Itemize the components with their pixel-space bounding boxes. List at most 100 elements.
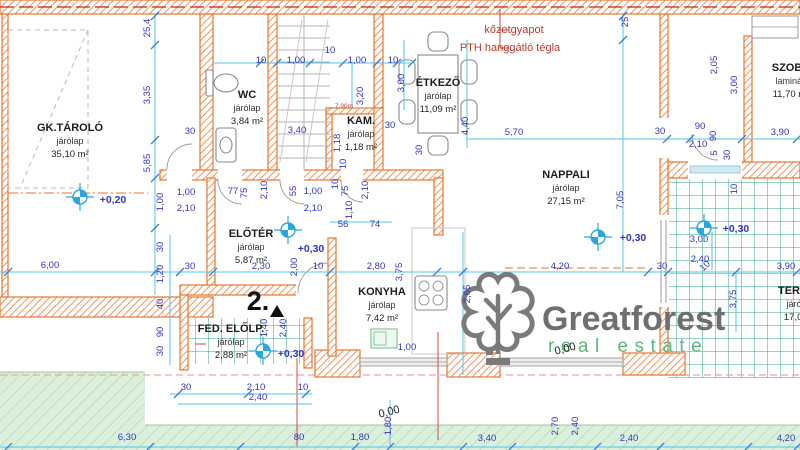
annotation: 0,00	[553, 341, 577, 358]
annotation: kőzetgyapot	[484, 24, 543, 36]
dimension-label: 5	[709, 150, 720, 155]
kitchen-sink-icon	[370, 328, 398, 349]
dimension-label: 2,10	[689, 139, 708, 150]
dimension-label: 1,00	[398, 342, 417, 353]
room-area: 3,84 m²	[231, 116, 263, 127]
logo-tagline: real estate	[548, 336, 708, 357]
dimension-label: 90	[695, 121, 706, 132]
dimension-label: 1,80	[351, 432, 370, 443]
room-name: KAM.	[347, 115, 375, 127]
logo-name: Greatforest	[542, 300, 725, 338]
dimension-label: 3,75	[728, 290, 739, 309]
room-floor-type: járólap	[346, 129, 374, 139]
north-triangle	[270, 305, 284, 317]
dimension-label: 56	[338, 219, 349, 230]
stove-icon	[414, 275, 448, 311]
annotation: PTH hanggátló tégla	[460, 42, 561, 54]
room-name: FED. ELŐLP.	[198, 322, 264, 335]
dimension-label: 2,30	[252, 261, 271, 272]
dimension-label: 2,40	[620, 433, 639, 444]
dimension-label: 74	[370, 219, 381, 230]
room-area: 27,15 m²	[547, 196, 585, 207]
dining-table-icon	[398, 31, 478, 156]
dimension-label: 10	[330, 179, 341, 190]
dimension-label: 30	[722, 150, 733, 161]
level-value: +0,30	[298, 243, 325, 255]
level-marker-icon	[273, 215, 303, 245]
room-floor-type: járólap	[55, 136, 83, 146]
dimension-label: 30	[155, 346, 166, 357]
room-name: GK.TÁROLÓ	[37, 121, 103, 134]
dimension-label: 30	[181, 382, 192, 393]
dimension-label: 30	[414, 145, 425, 156]
dimension-label: 30	[185, 126, 196, 137]
room-name: ÉTKEZŐ	[416, 76, 461, 89]
dimension-label: 2,10	[177, 203, 196, 214]
room-name: TERASZ	[778, 285, 800, 297]
dimension-label: 2,10	[304, 203, 323, 214]
dimension-label: 4,40	[460, 117, 471, 136]
dimension-ticks	[3, 11, 800, 450]
toilet-icon	[205, 69, 239, 97]
dimension-label: 6,30	[118, 432, 137, 443]
dimension-label: 30	[657, 261, 668, 272]
dimension-label: 1,20	[155, 265, 166, 284]
dimension-label: 5,70	[505, 127, 524, 138]
dimension-label: 75	[340, 186, 351, 197]
room-area: 17,0 m²	[784, 312, 800, 323]
dimension-label: 2,10	[259, 181, 270, 200]
wc-sink-icon	[215, 127, 237, 163]
dimension-label: 1,00	[304, 186, 323, 197]
dimension-label: 2,70	[550, 417, 561, 436]
dimension-label: 3,00	[690, 234, 709, 245]
dimension-label: 90	[155, 327, 166, 338]
dimension-label: 2,40	[249, 392, 268, 403]
annotation: 0,00	[377, 404, 401, 421]
dimension-label: 2,10	[360, 181, 371, 200]
terrace-door-sill	[689, 165, 741, 174]
dimension-label: 1,10	[344, 201, 355, 220]
level-marker-icon	[583, 222, 613, 252]
dimension-label: 3,75	[394, 263, 405, 282]
room-area: 7,42 m²	[366, 313, 398, 324]
room-floor-type: járólap	[236, 242, 264, 252]
room-floor-type: járólap	[551, 183, 579, 193]
dimension-label: 3,40	[478, 433, 497, 444]
annotation: 2.	[247, 286, 270, 316]
dimension-label: 30	[655, 126, 666, 137]
room-area: 11,70 m²	[773, 89, 800, 100]
room-name: KONYHA	[358, 286, 406, 298]
dimension-label: 1,00	[177, 187, 196, 198]
dimension-label: 2,05	[709, 56, 720, 75]
dimension-label: 10	[325, 45, 336, 56]
room-floor-type: járólap	[216, 337, 244, 347]
room-floor-type: járólap	[785, 299, 800, 309]
dimension-label: 2,40	[691, 254, 710, 265]
dimension-label: 90	[708, 131, 719, 142]
dimension-label: 77	[228, 186, 239, 197]
dimension-label: 10	[729, 184, 740, 195]
room-area: 2,88 m²	[215, 350, 247, 361]
dimension-label: 2,10	[247, 382, 266, 393]
dimension-label: 3,90	[771, 127, 790, 138]
dimension-label: 10	[388, 55, 399, 66]
terrace-tiles	[668, 178, 800, 378]
dimension-label: 10	[338, 159, 349, 170]
garage-door-outline	[7, 29, 89, 189]
dimension-label: 2,40	[570, 417, 581, 436]
dimension-label: 1,40	[259, 319, 270, 338]
room-floor-type: járólap	[367, 300, 395, 310]
dimension-label: 10	[256, 55, 267, 66]
dimension-label: 2,00	[289, 258, 300, 277]
dimension-label: 10	[313, 261, 324, 272]
dimension-label: 30	[155, 242, 166, 253]
dimension-label: 1,00	[287, 55, 306, 66]
level-marker-icon	[65, 182, 95, 212]
dimension-label: 3,35	[142, 86, 153, 105]
dimension-label: 3,00	[396, 74, 407, 93]
dimension-label: 75	[239, 188, 250, 199]
porch-tiles	[188, 318, 304, 364]
dimension-label: 80	[294, 432, 305, 443]
